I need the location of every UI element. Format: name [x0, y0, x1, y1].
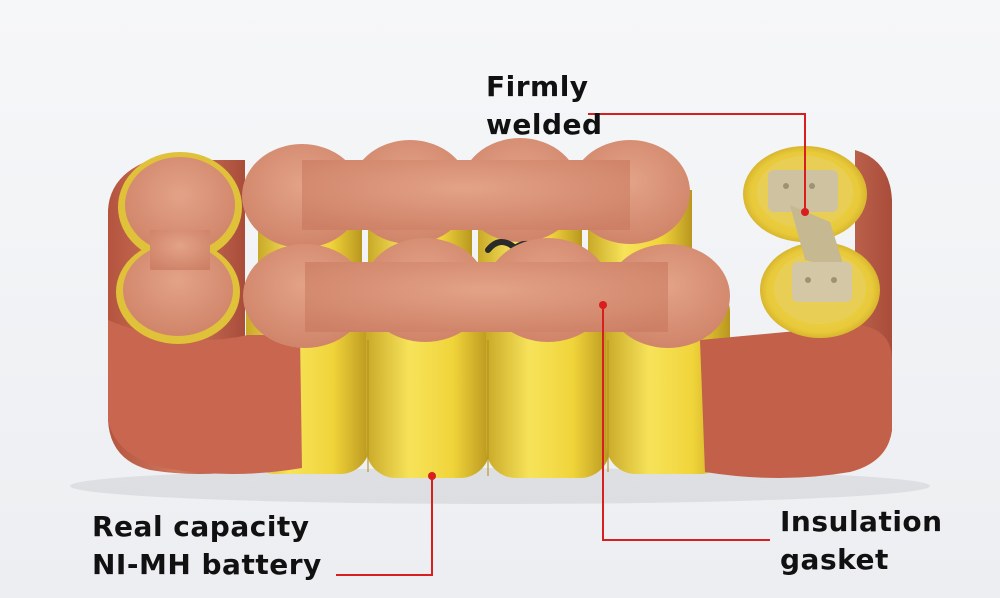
callout-insulation-gasket: Insulation gasket [780, 503, 943, 579]
nickel-tabs [768, 170, 852, 302]
callout-firmly-welded: Firmly welded [486, 68, 603, 144]
leader-dots [428, 208, 809, 480]
callout-real-capacity: Real capacity NI-MH battery [92, 508, 322, 584]
back-row-gasket [242, 138, 690, 248]
front-row-gasket [243, 238, 730, 348]
left-wrap-front [108, 320, 302, 474]
pack-shadow [70, 468, 930, 504]
callout-capacity-line2: NI-MH battery [92, 548, 322, 581]
callout-capacity-line1: Real capacity [92, 510, 310, 543]
callout-gasket-line2: gasket [780, 543, 889, 576]
callout-welded-line2: welded [486, 108, 603, 141]
leader-capacity [336, 478, 433, 576]
callout-gasket-line1: Insulation [780, 505, 943, 538]
left-end-gasket [116, 152, 242, 344]
leader-welded [588, 113, 806, 210]
leader-gasket [602, 305, 770, 541]
right-wrap-front [700, 325, 892, 478]
leader-lines [336, 113, 806, 576]
callout-welded-line1: Firmly [486, 70, 589, 103]
cell-seams [367, 340, 609, 476]
